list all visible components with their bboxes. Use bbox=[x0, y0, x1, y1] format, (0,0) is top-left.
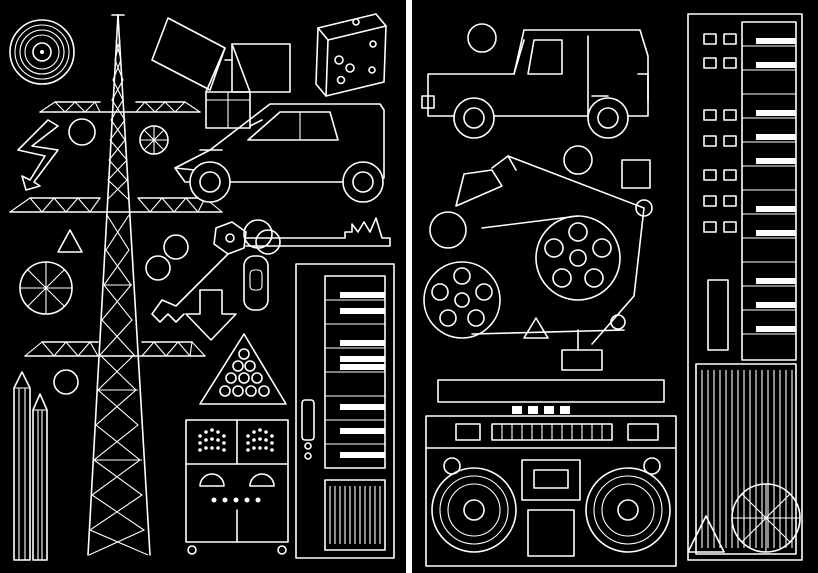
lightning-bolt-icon bbox=[17, 119, 59, 191]
radio-icon bbox=[185, 419, 289, 555]
billiard-rack-icon bbox=[199, 333, 287, 405]
desk-lamp-icon bbox=[455, 155, 653, 371]
boombox-icon bbox=[425, 379, 677, 567]
synthesizer-icon bbox=[687, 13, 803, 561]
triangle-icon bbox=[57, 229, 83, 253]
dice-icon bbox=[315, 13, 387, 97]
pie-circle-icon bbox=[19, 125, 169, 315]
box-icon bbox=[151, 17, 291, 129]
jeep-icon bbox=[421, 29, 649, 139]
triangle-icon bbox=[523, 317, 725, 553]
vinyl-record-icon bbox=[9, 19, 75, 85]
keys-icon bbox=[151, 217, 391, 323]
pencils-icon bbox=[13, 371, 48, 561]
circle-icon bbox=[429, 23, 593, 249]
panel-right bbox=[412, 0, 818, 573]
circle-icon bbox=[53, 118, 189, 395]
transmission-tower-icon bbox=[9, 14, 223, 556]
sports-car-icon bbox=[174, 103, 385, 203]
square-icon bbox=[621, 159, 651, 189]
down-arrow-icon bbox=[185, 289, 237, 341]
panel-left bbox=[0, 0, 406, 573]
pie-circle-icon bbox=[731, 483, 801, 553]
keyboard-icon bbox=[295, 263, 395, 559]
film-reel-icon bbox=[423, 215, 625, 339]
